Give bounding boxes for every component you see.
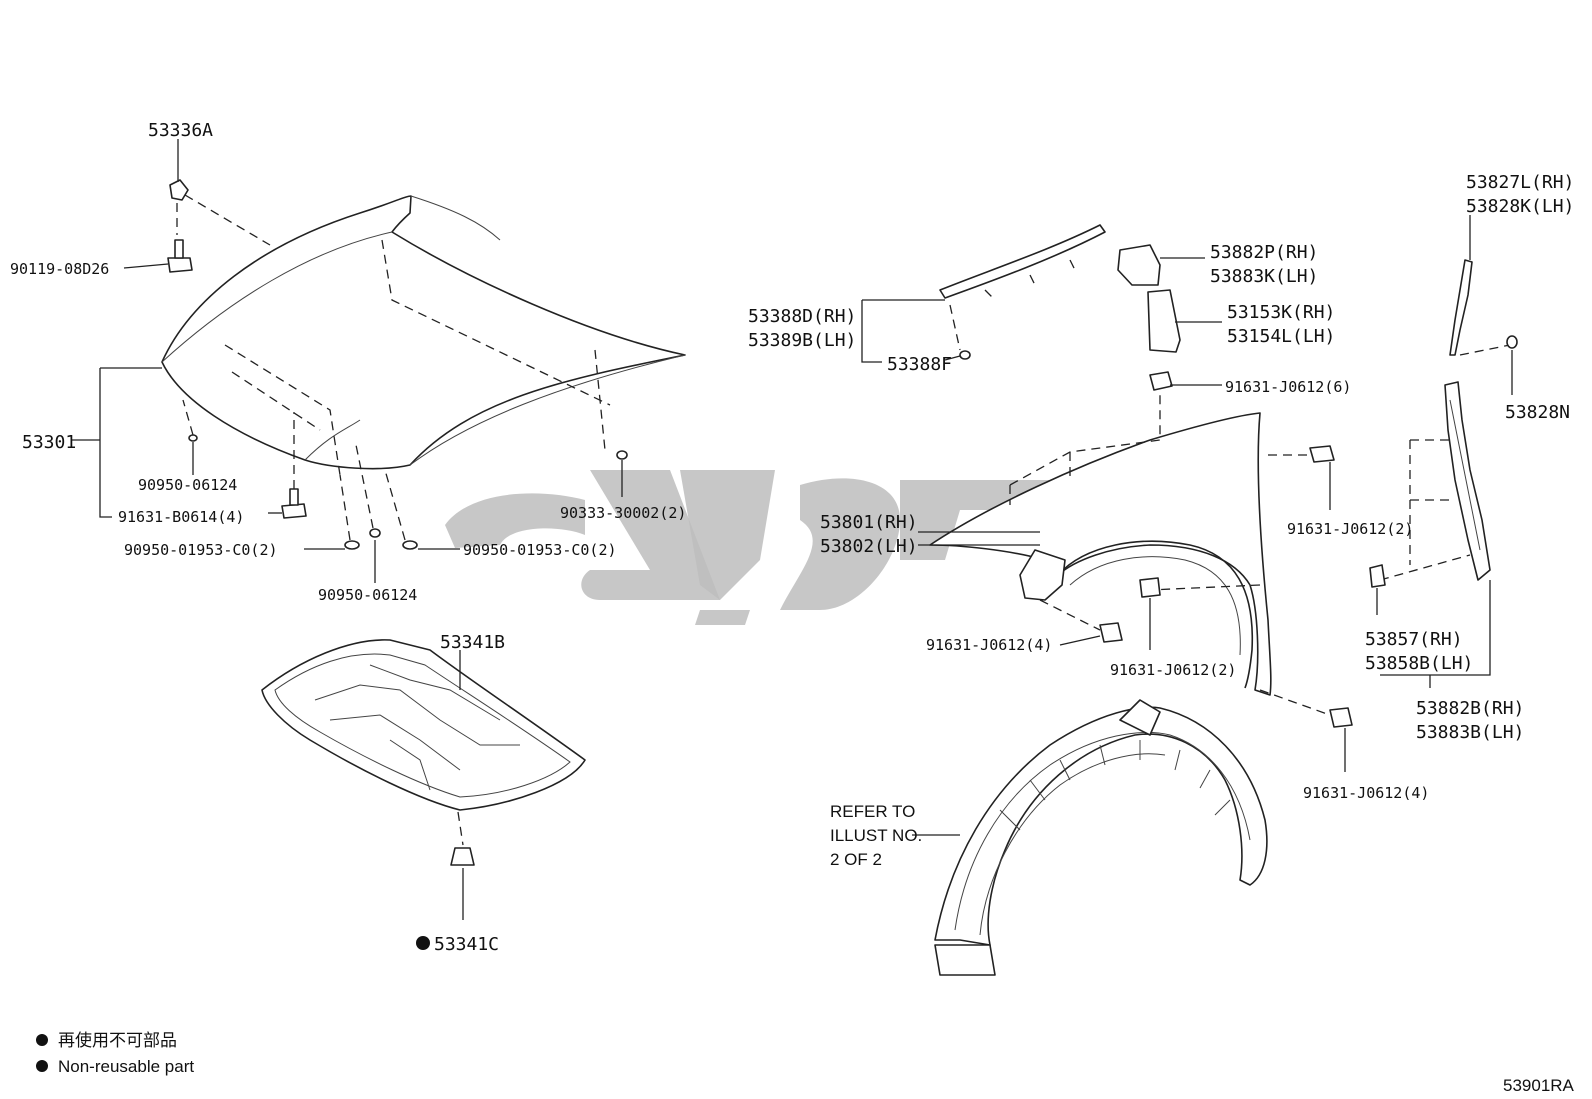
fender-brackets: [1117, 244, 1181, 353]
legend-english: Non-reusable part: [58, 1057, 194, 1076]
fender-bolts: [1099, 371, 1353, 728]
hood-panel: [161, 195, 686, 476]
legend-japanese: 再使用不可部品: [58, 1030, 177, 1050]
label-91631-B0614: 91631-B0614(4): [118, 508, 244, 526]
refer-note: REFER TO ILLUST NO. 2 OF 2: [830, 802, 922, 869]
label-53802: 53802(LH): [820, 536, 918, 557]
label-90950-06124-a: 90950-06124: [138, 476, 237, 494]
legend-dot-icon: [36, 1060, 48, 1072]
diagram-id: 53901RA: [1503, 1076, 1575, 1095]
label-53301: 53301: [22, 432, 76, 453]
label-53858B: 53858B(LH): [1365, 653, 1473, 674]
label-90950-01953-C0-b: 90950-01953-C0(2): [463, 541, 617, 559]
label-90333-30002: 90333-30002(2): [560, 504, 686, 522]
non-reusable-dot-icon: [416, 936, 430, 950]
label-53883K: 53883K(LH): [1210, 266, 1318, 287]
label-53828N: 53828N: [1505, 402, 1570, 423]
label-91631-J0612-4b: 91631-J0612(4): [1303, 784, 1429, 802]
label-53153K: 53153K(RH): [1227, 302, 1335, 323]
label-90950-01953-C0-a: 90950-01953-C0(2): [124, 541, 278, 559]
hood-fasteners: [167, 179, 628, 550]
label-91631-J0612-4a: 91631-J0612(4): [926, 636, 1052, 654]
fender-seal: [939, 224, 1106, 360]
label-91631-J0612-2b: 91631-J0612(2): [1110, 661, 1236, 679]
label-53154L: 53154L(LH): [1227, 326, 1335, 347]
refer-line-2: ILLUST NO.: [830, 826, 922, 845]
label-53336A: 53336A: [148, 120, 213, 141]
label-53882B: 53882B(RH): [1416, 698, 1524, 719]
label-53857: 53857(RH): [1365, 629, 1463, 650]
label-53341B: 53341B: [440, 632, 505, 653]
label-91631-J0612-6: 91631-J0612(6): [1225, 378, 1351, 396]
label-53882P: 53882P(RH): [1210, 242, 1318, 263]
label-53827L: 53827L(RH): [1466, 172, 1574, 193]
front-fender: [929, 395, 1331, 716]
leader-lines: [72, 139, 1513, 920]
side-seals: [1369, 259, 1518, 588]
label-90119-08D26: 90119-08D26: [10, 260, 109, 278]
label-53883B: 53883B(LH): [1416, 722, 1524, 743]
hood-insulator: [261, 639, 586, 866]
label-53828K: 53828K(LH): [1466, 196, 1574, 217]
label-53341C: 53341C: [434, 934, 499, 955]
legend: 再使用不可部品 Non-reusable part: [36, 1030, 194, 1076]
legend-dot-icon: [36, 1034, 48, 1046]
label-53388D: 53388D(RH): [748, 306, 856, 327]
label-53389B: 53389B(LH): [748, 330, 856, 351]
refer-line-1: REFER TO: [830, 802, 915, 821]
fender-liner: [934, 699, 1268, 976]
label-53801: 53801(RH): [820, 512, 918, 533]
label-53388F: 53388F: [887, 354, 952, 375]
refer-line-3: 2 OF 2: [830, 850, 882, 869]
label-91631-J0612-2a: 91631-J0612(2): [1287, 520, 1413, 538]
part-labels: 53336A 90119-08D26 53301 90950-06124 916…: [10, 120, 1574, 955]
label-90950-06124-b: 90950-06124: [318, 586, 417, 604]
